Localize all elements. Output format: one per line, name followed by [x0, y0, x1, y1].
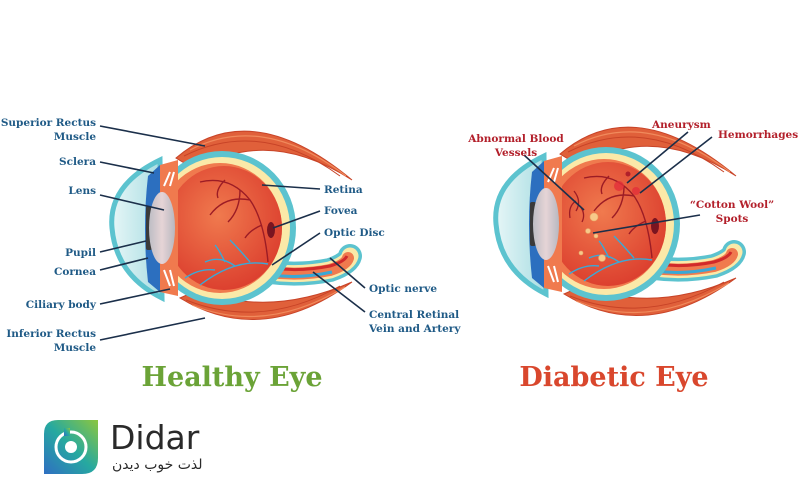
diabetic-leader-lines	[523, 131, 713, 234]
diabetic-eye-illustration	[496, 127, 736, 315]
label-fovea: Fovea	[324, 205, 358, 217]
label-optic-nerve: Optic nerve	[369, 283, 437, 295]
healthy-eye-title: Healthy Eye	[141, 362, 322, 393]
label-cornea: Cornea	[54, 266, 96, 278]
label-hemorrhages: Hemorrhages	[718, 129, 798, 141]
label-sclera: Sclera	[59, 156, 96, 168]
hemorrhage-spot	[632, 187, 640, 195]
logo-tagline: لذت خوب دیدن	[112, 457, 203, 473]
label-ciliary-body: Ciliary body	[26, 299, 97, 311]
aneurysm-spot	[625, 171, 631, 177]
cotton-wool-spots	[578, 212, 606, 262]
hemorrhage-spot	[614, 181, 624, 191]
healthy-leader-lines	[99, 125, 366, 341]
didar-logo: Didar لذت خوب دیدن	[44, 418, 203, 474]
label-optic-disc: Optic Disc	[324, 227, 385, 239]
healthy-eye-illustration	[112, 131, 352, 319]
logo-name: Didar	[110, 418, 200, 457]
label-retina: Retina	[324, 184, 363, 196]
diabetic-eye-title: Diabetic Eye	[519, 362, 708, 393]
label-pupil: Pupil	[65, 247, 96, 259]
label-aneurysm: Aneurysm	[651, 119, 711, 131]
label-lens: Lens	[68, 185, 96, 197]
label-cotton-wool: “Cotton Wool”Spots	[690, 199, 774, 225]
